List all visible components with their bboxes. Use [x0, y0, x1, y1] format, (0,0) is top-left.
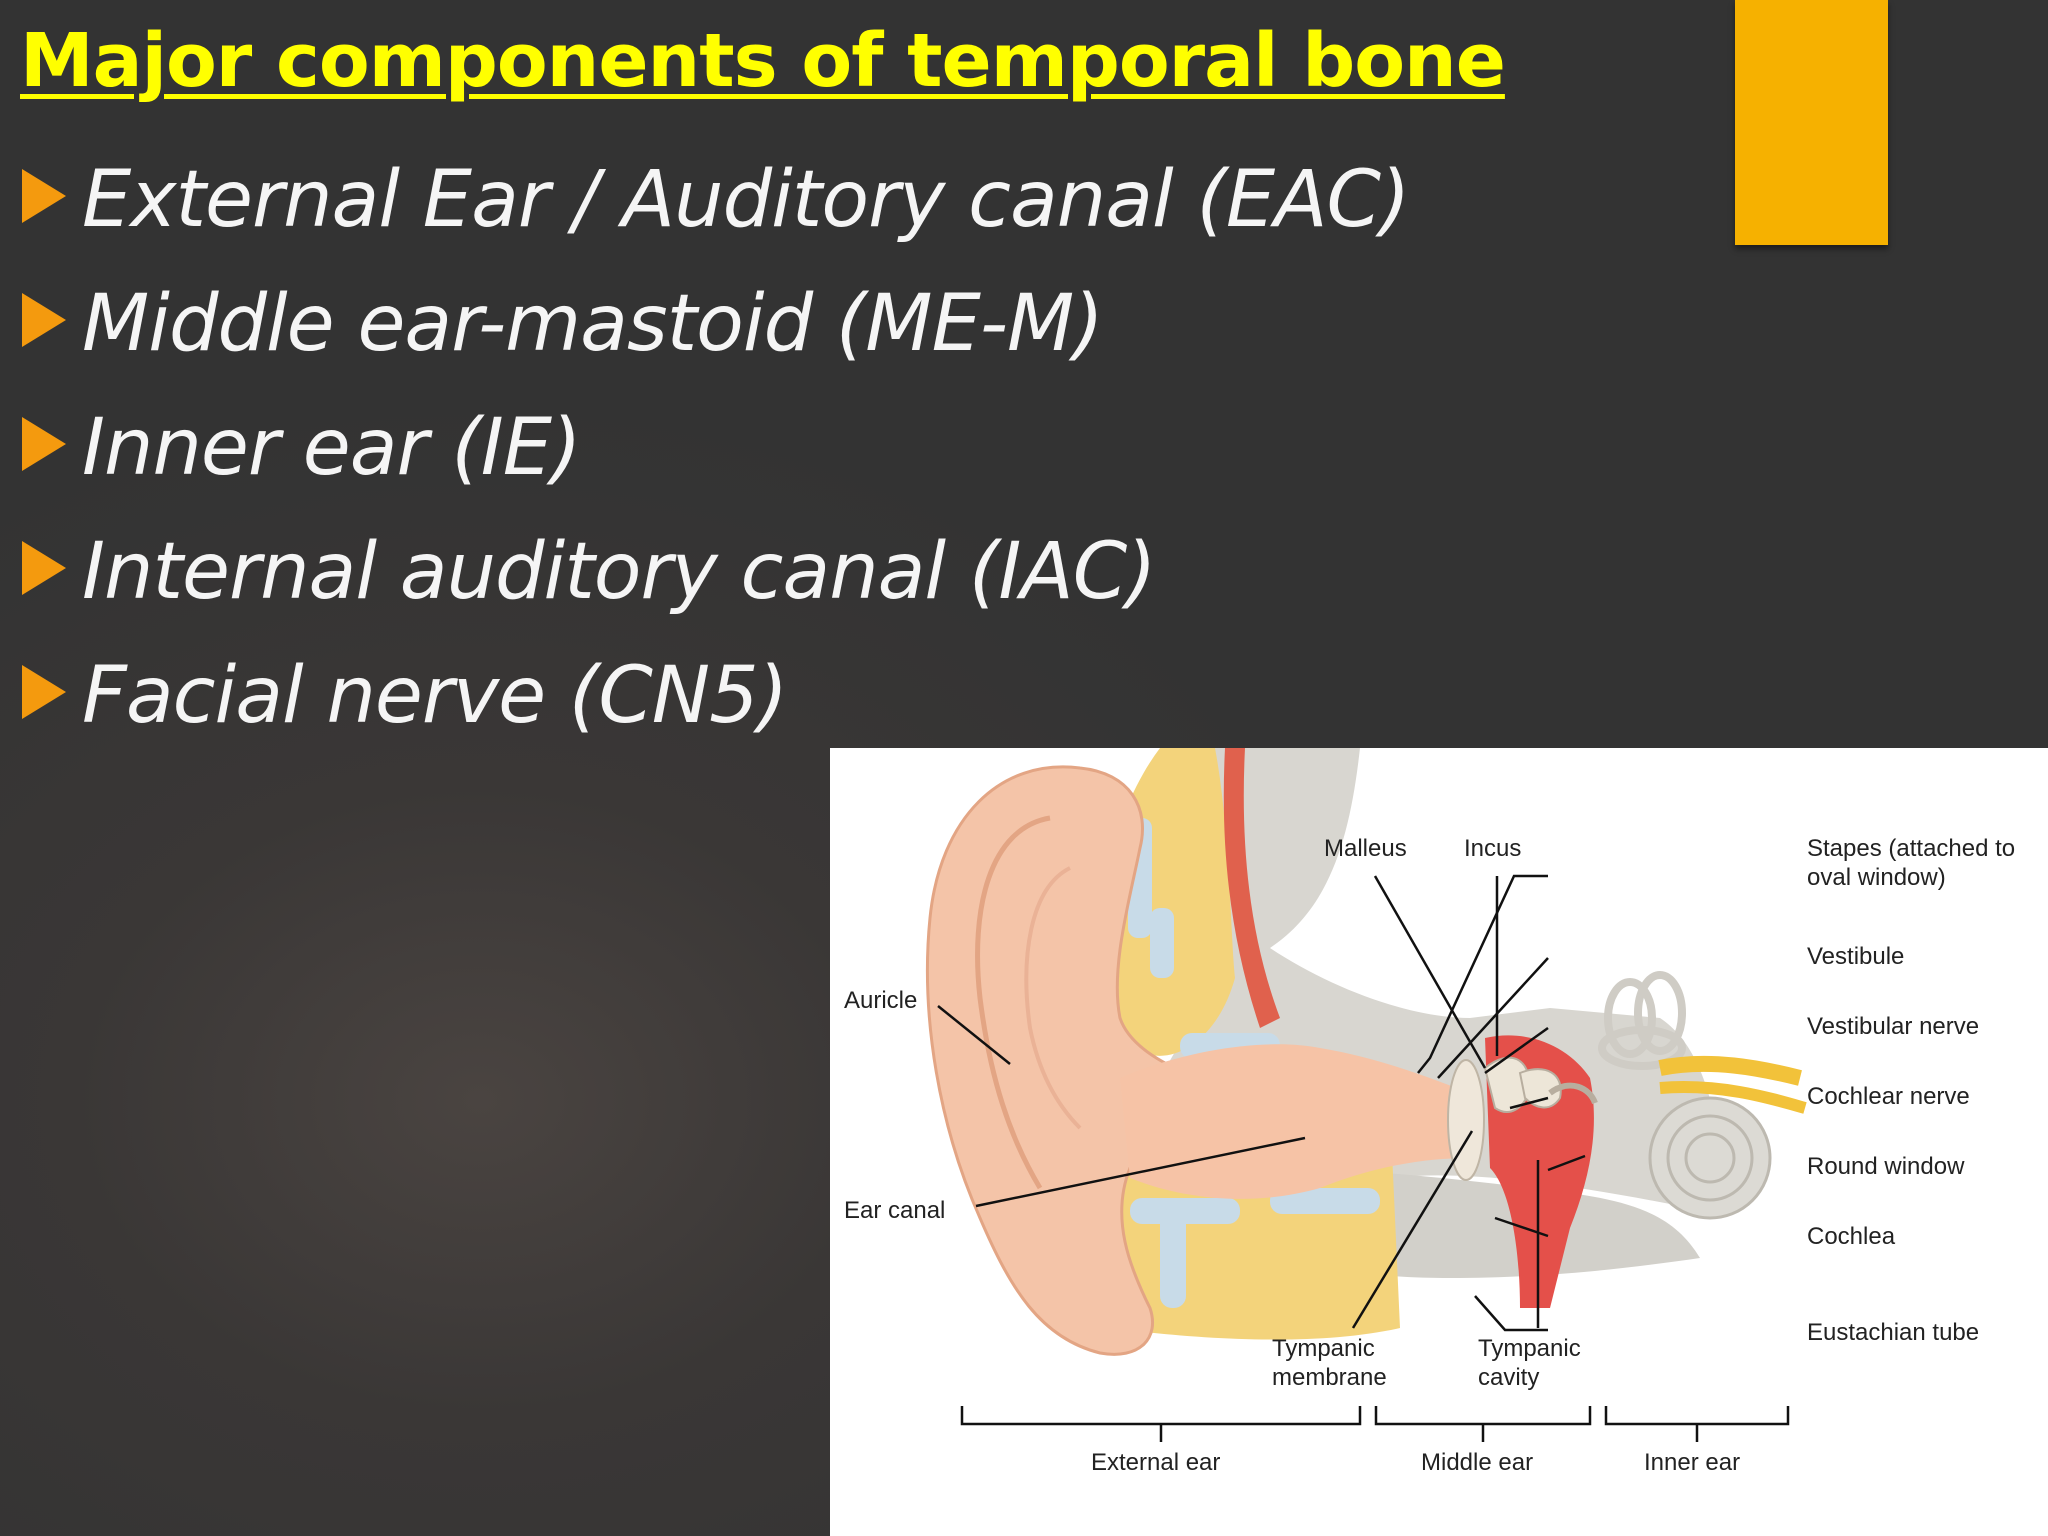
vestibular-nerve-label: Vestibular nerve — [1807, 1013, 1980, 1040]
triangle-bullet-icon — [22, 169, 66, 223]
middle-ear-label: Middle ear — [1421, 1449, 1534, 1476]
auricle-label: Auricle — [844, 987, 918, 1014]
cochlear-nerve-label: Cochlear nerve — [1807, 1083, 1970, 1110]
stapes-label: Stapes (attached to oval window) — [1807, 835, 2016, 891]
bullet-item: Middle ear-mastoid (ME-M) — [22, 262, 1409, 386]
ear-canal-label: Ear canal — [844, 1197, 946, 1224]
bullet-text: Facial nerve (CN5) — [82, 651, 788, 741]
triangle-bullet-icon — [22, 293, 66, 347]
bullet-item: External Ear / Auditory canal (EAC) — [22, 138, 1410, 262]
bullet-text: Middle ear-mastoid (ME-M) — [82, 279, 1104, 369]
cochlea-label: Cochlea — [1807, 1223, 1896, 1250]
bullet-text: Inner ear (IE) — [82, 403, 582, 493]
malleus-label: Malleus — [1324, 835, 1407, 862]
ear-anatomy-illustration — [925, 748, 1807, 1442]
tympanic-membrane-label: Tympanic membrane — [1272, 1335, 1387, 1391]
incus-label: Incus — [1464, 835, 1522, 862]
tympanic-cavity-label: Tympanic cavity — [1478, 1335, 1581, 1391]
bullet-item: Internal auditory canal (IAC) — [22, 510, 1409, 634]
slide-title: Major components of temporal bone — [20, 18, 1506, 104]
triangle-bullet-icon — [22, 417, 66, 471]
external-ear-label: External ear — [1091, 1449, 1221, 1476]
triangle-bullet-icon — [22, 541, 66, 595]
bullet-list: External Ear / Auditory canal (EAC) Midd… — [22, 138, 1410, 758]
bullet-item: Facial nerve (CN5) — [22, 634, 1409, 758]
vestibule-label: Vestibule — [1807, 943, 1905, 970]
accent-bar — [1735, 0, 1888, 245]
bullet-item: Inner ear (IE) — [22, 386, 1409, 510]
bullet-text: Internal auditory canal (IAC) — [82, 527, 1157, 617]
bullet-text: External Ear / Auditory canal (EAC) — [82, 155, 1410, 245]
inner-ear-label: Inner ear — [1644, 1449, 1741, 1476]
eustachian-tube-label: Eustachian tube — [1807, 1319, 1980, 1346]
round-window-label: Round window — [1807, 1153, 1965, 1180]
ear-anatomy-figure: Malleus Incus Stapes (attached to oval w… — [830, 748, 2048, 1536]
triangle-bullet-icon — [22, 665, 66, 719]
